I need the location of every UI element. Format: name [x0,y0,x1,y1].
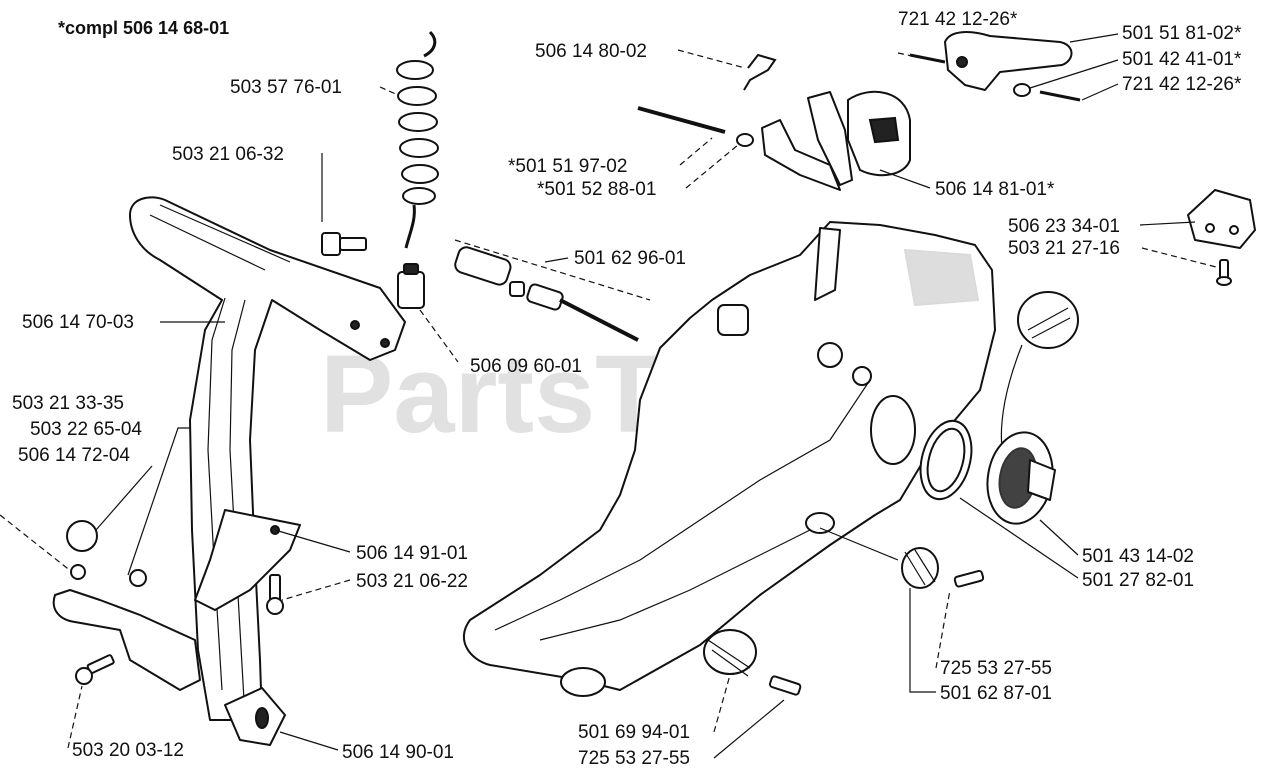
av-buffer-part-501-62-87-01[interactable] [901,547,939,589]
part-label-506-14-80-02[interactable]: 506 14 80-02 [535,41,647,62]
part-label-503-21-06-22[interactable]: 503 21 06-22 [356,571,468,592]
part-label-503-57-76-01[interactable]: 503 57 76-01 [230,77,342,98]
o-ring-part[interactable] [912,415,979,505]
part-label-721-42-12-26-mid[interactable]: 721 42 12-26* [1122,74,1242,95]
part-label-501-51-81-02[interactable]: 501 51 81-02* [1122,23,1242,44]
leader-lines [0,33,1221,759]
part-label-503-22-65-04[interactable]: 503 22 65-04 [30,419,142,440]
trigger-clip-part[interactable] [743,53,777,91]
part-label-501-42-41-01[interactable]: 501 42 41-01* [1122,49,1242,70]
assembly-title: *compl 506 14 68-01 [58,18,229,38]
part-label-503-21-06-32[interactable]: 503 21 06-32 [172,144,284,165]
screw-part-503-20-03-12[interactable] [75,654,115,685]
part-label-506-14-90-01[interactable]: 506 14 90-01 [342,742,454,763]
throttle-trigger-part[interactable] [761,90,911,191]
fuel-filter-part[interactable] [397,263,425,309]
screw-part-503-21-06-22[interactable] [266,574,284,615]
part-label-501-27-82-01[interactable]: 501 27 82-01 [1082,570,1194,591]
part-label-725-53-27-55-bottom[interactable]: 725 53 27-55 [578,748,690,769]
throttle-lockout-part[interactable] [909,31,1073,91]
cover-plate-part[interactable] [1187,189,1256,249]
part-label-506-14-91-01[interactable]: 506 14 91-01 [356,543,468,564]
screw-part-725-53-27-55-right[interactable] [953,569,985,588]
part-label-506-23-34-01[interactable]: 506 23 34-01 [1008,216,1120,237]
part-label-501-69-94-01[interactable]: 501 69 94-01 [578,722,690,743]
screw-part-725-53-27-55-bottom[interactable] [768,675,802,696]
handle-end-cap-part[interactable] [224,687,286,746]
part-label-506-09-60-01[interactable]: 506 09 60-01 [470,356,582,377]
part-label-721-42-12-26-top[interactable]: 721 42 12-26* [898,9,1018,30]
part-label-501-62-87-01[interactable]: 501 62 87-01 [940,683,1052,704]
av-buffer-part-501-69-94-01[interactable] [703,629,757,677]
part-label-501-43-14-02[interactable]: 501 43 14-02 [1082,546,1194,567]
throttle-pin-part[interactable] [637,106,754,147]
part-label-501-52-88-01[interactable]: *501 52 88-01 [537,179,656,200]
bolt-part-503-21-06-32[interactable] [321,232,367,256]
fuel-tank-housing-part[interactable] [463,221,996,697]
lower-handle-base-part[interactable] [52,520,201,691]
part-label-506-14-70-03[interactable]: 506 14 70-03 [22,312,134,333]
part-label-503-21-33-35[interactable]: 503 21 33-35 [12,393,124,414]
part-label-501-62-96-01[interactable]: 501 62 96-01 [574,248,686,269]
part-label-725-53-27-55-right[interactable]: 725 53 27-55 [940,658,1052,679]
part-label-506-14-81-01[interactable]: 506 14 81-01* [935,179,1055,200]
part-label-503-21-27-16[interactable]: 503 21 27-16 [1008,238,1120,259]
fuel-line-part[interactable] [453,245,639,342]
handle-bracket-part[interactable] [194,509,301,611]
part-label-503-20-03-12[interactable]: 503 20 03-12 [72,740,184,761]
lockout-spring-part[interactable] [1013,83,1081,102]
part-label-506-14-72-04[interactable]: 506 14 72-04 [18,445,130,466]
part-label-501-51-97-02[interactable]: *501 51 97-02 [508,156,627,177]
screw-part-503-21-27-16[interactable] [1216,259,1232,286]
fuel-cap-part[interactable] [980,291,1079,529]
spring-part[interactable] [396,30,439,249]
